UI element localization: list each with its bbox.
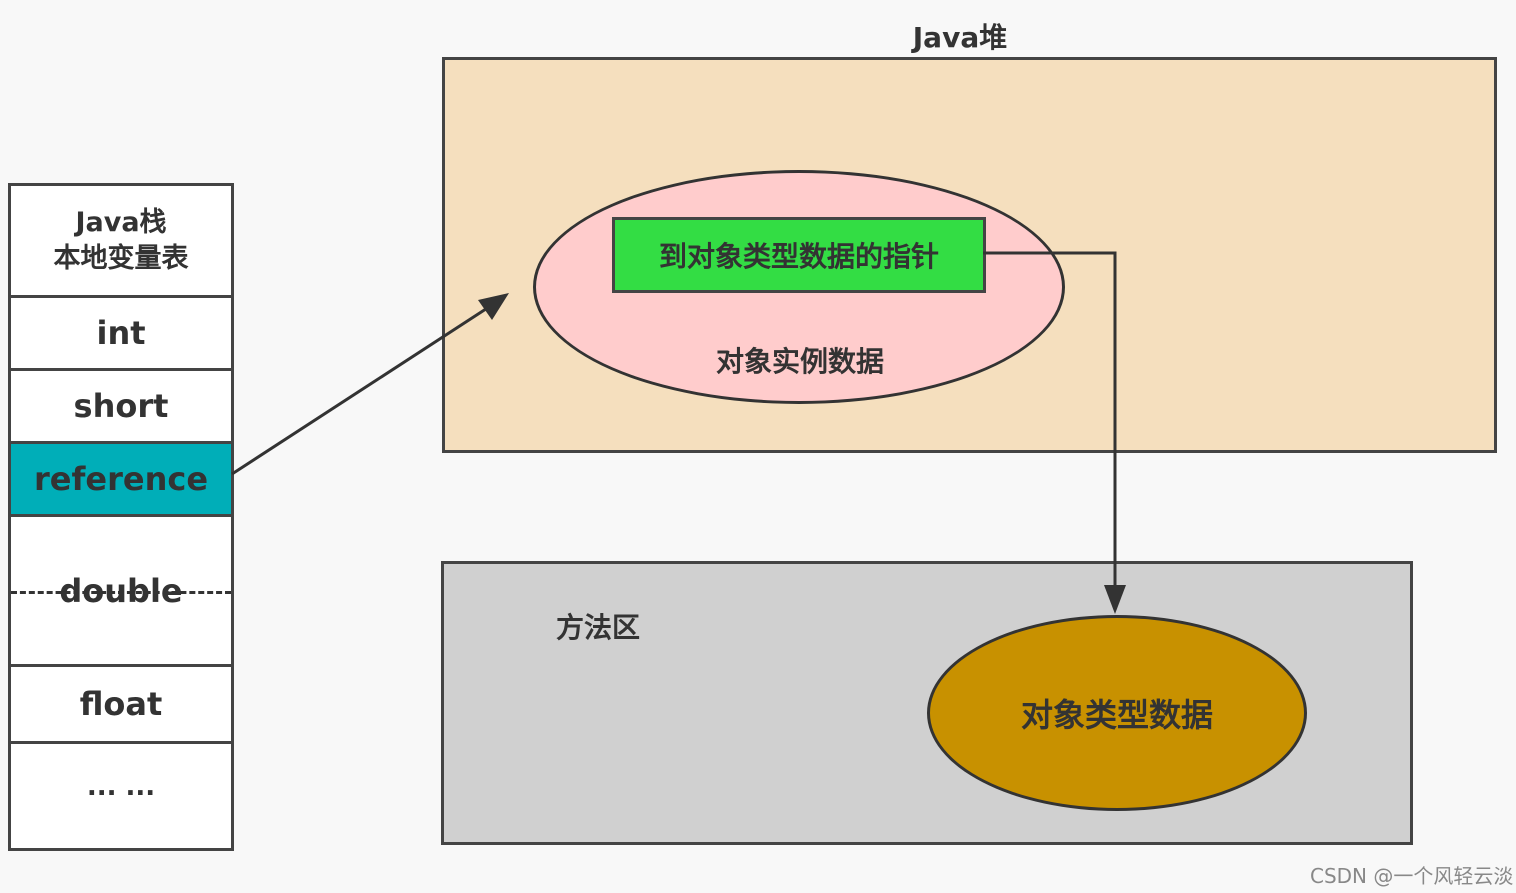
double-dashed-divider: [11, 591, 231, 594]
stack-cell-double: double: [11, 517, 231, 667]
watermark: CSDN @一个风轻云淡: [1310, 864, 1514, 888]
pointer-arrowhead-icon: [1104, 585, 1126, 614]
object-instance-data-label: 对象实例数据: [715, 345, 884, 378]
method-area-label: 方法区: [556, 611, 641, 644]
stack-cell-int: int: [11, 298, 231, 371]
object-type-data-ellipse: 对象类型数据: [927, 615, 1307, 811]
local-variable-table-title: 本地变量表: [53, 242, 189, 274]
stack-cell-short: short: [11, 371, 231, 444]
reference-arrowhead-icon: [478, 293, 509, 320]
object-type-data-label: 对象类型数据: [1020, 696, 1213, 734]
java-stack-title: Java栈: [75, 206, 167, 238]
java-heap-title: Java堆: [912, 21, 1008, 54]
java-stack-table: Java栈 本地变量表 int short reference double f…: [8, 183, 234, 851]
stack-cell-reference: reference: [11, 444, 231, 517]
type-data-pointer-box: 到对象类型数据的指针: [612, 217, 986, 293]
java-stack-header: Java栈 本地变量表: [11, 186, 231, 298]
stack-cell-float: float: [11, 667, 231, 744]
pointer-to-type-data-connector: [983, 251, 1117, 592]
stack-cell-double-label: double: [59, 571, 183, 610]
stack-cell-ellipsis: ... ...: [86, 772, 156, 802]
reference-to-instance-arrow: [231, 303, 493, 476]
